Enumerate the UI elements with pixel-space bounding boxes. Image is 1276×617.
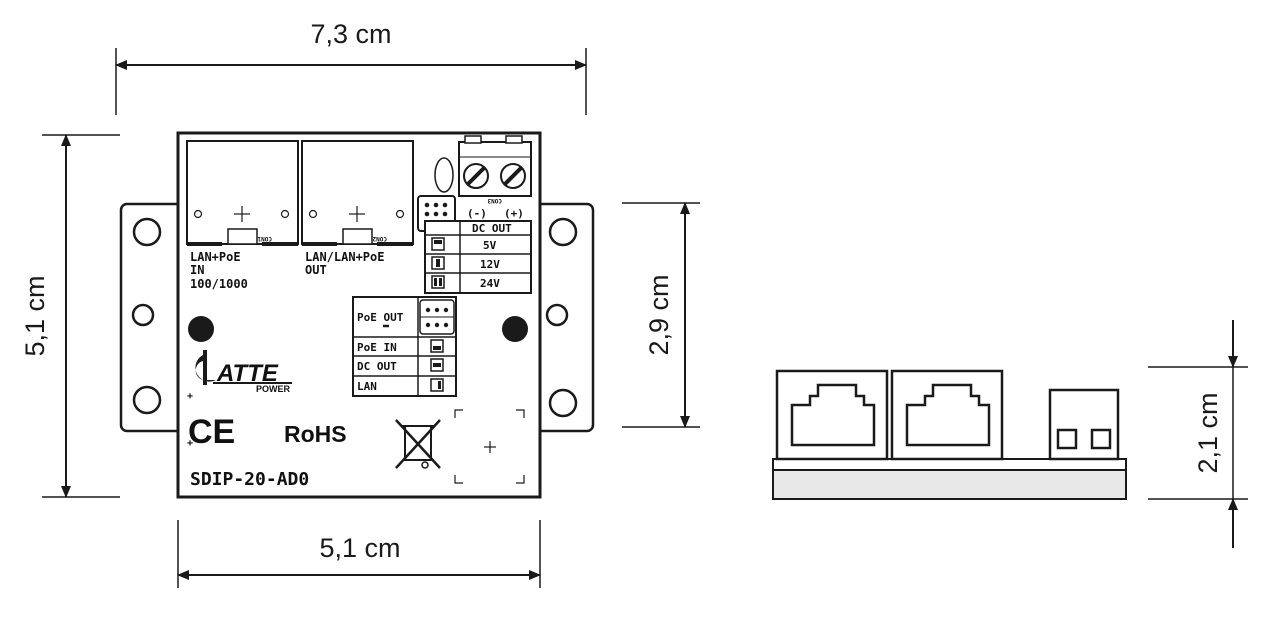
plus-label: (+) — [504, 207, 524, 220]
dim-height-total: 5,1 cm — [20, 275, 50, 356]
ce-mark: CE — [188, 413, 235, 451]
oval-slot — [434, 157, 454, 193]
voltage-12v: 12V — [480, 258, 500, 271]
poe-in-label: PoE IN — [357, 341, 397, 354]
voltage-24v: 24V — [480, 277, 500, 290]
dim-hole-spacing: 2,9 cm — [644, 274, 674, 355]
con2-label: CON2 — [372, 235, 387, 242]
mount-hole-left-top — [132, 217, 162, 247]
board-hole-left — [188, 316, 214, 342]
side-rj45-2 — [905, 383, 991, 447]
terminal-block: CON3 — [458, 135, 532, 204]
side-view — [772, 369, 1127, 500]
minus-label: (-) — [467, 207, 487, 220]
atte-logo — [195, 350, 216, 385]
dc-out-table — [424, 220, 532, 294]
dim-width-board: 5,1 cm — [319, 533, 400, 563]
rj45-port-out: CON2 — [301, 140, 414, 246]
rj45-port-in: CON1 — [186, 140, 299, 246]
dim-width-total: 7,3 cm — [310, 19, 391, 49]
board-hole-right — [502, 316, 528, 342]
port2-label-line1: LAN/LAN+PoE — [305, 250, 384, 264]
side-rj45-1 — [790, 383, 876, 447]
poe-mode-table — [352, 296, 457, 397]
side-board — [772, 458, 1127, 471]
port2-label-line2: OUT — [305, 263, 327, 277]
mount-hole-left-mid — [131, 303, 155, 327]
logo-subtext: POWER — [256, 384, 291, 394]
model-label: SDIP-20-AD0 — [190, 469, 309, 490]
crosshair-mark-1: + — [187, 391, 193, 402]
port1-label-line2: IN — [190, 263, 204, 277]
crosshair-mark-2: + — [187, 438, 193, 449]
mount-hole-right-top — [548, 217, 578, 247]
weee-bin-icon — [395, 419, 441, 469]
dim-profile-height: 2,1 cm — [1193, 392, 1223, 473]
side-base — [772, 469, 1127, 500]
port1-label-line3: 100/1000 — [190, 277, 248, 291]
mount-hole-right-bottom — [548, 388, 578, 418]
poe-out-label: PoE OUT — [357, 311, 404, 324]
con3-label: CON3 — [487, 197, 502, 204]
mount-hole-left-bottom — [132, 385, 162, 415]
label-area-marks — [454, 409, 525, 484]
mount-hole-right-mid — [545, 303, 569, 327]
port1-label-line1: LAN+PoE — [190, 250, 241, 264]
rohs-mark: RoHS — [284, 421, 347, 447]
dc-out-header: DC OUT — [472, 222, 512, 235]
con1-label: CON1 — [257, 235, 272, 242]
dc-out-mode-label: DC OUT — [357, 360, 397, 373]
lan-mode-label: LAN — [357, 380, 377, 393]
voltage-5v: 5V — [483, 239, 497, 252]
